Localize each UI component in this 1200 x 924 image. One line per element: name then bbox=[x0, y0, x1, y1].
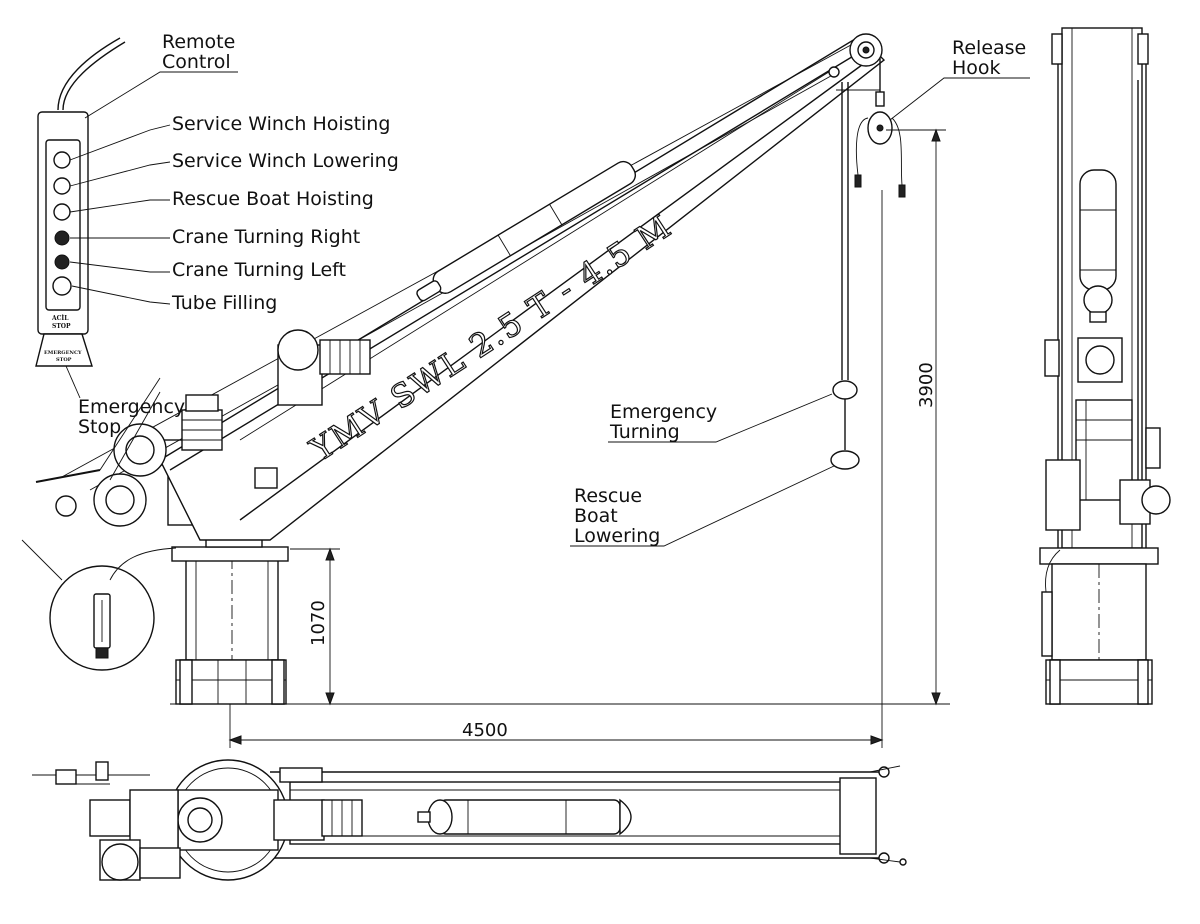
hoist-and-hook bbox=[830, 58, 906, 470]
emergency-turning-label-line1: Emergency bbox=[610, 401, 717, 423]
rescue-boat-lowering-label-line3: Lowering bbox=[574, 525, 660, 547]
remote-control-label-line2: Control bbox=[162, 51, 231, 73]
crane-turning-right-button bbox=[54, 230, 70, 246]
pedestal-height-dimension: 1070 bbox=[308, 600, 329, 646]
tube-filling-label: Tube Filling bbox=[171, 292, 277, 314]
pedestal bbox=[171, 546, 289, 705]
service-winch-lowering-button bbox=[53, 177, 71, 195]
rescue-boat-lowering-label-line2: Boat bbox=[574, 505, 618, 527]
crane-turning-left-label: Crane Turning Left bbox=[172, 259, 346, 281]
rescue-boat-hoisting-label: Rescue Boat Hoisting bbox=[172, 188, 374, 210]
emergency-stop-label-line2: STOP bbox=[56, 357, 72, 363]
emergency-turning-label-line2: Turning bbox=[609, 421, 680, 443]
emergency-stop-label-line1: EMERGENCY bbox=[44, 350, 82, 356]
side-elevation-view: YMV SWL 2.5 T - 4.5 M bbox=[35, 33, 906, 705]
release-hook-label-line2: Hook bbox=[952, 57, 1001, 79]
crane-turning-right-label: Crane Turning Right bbox=[172, 226, 360, 248]
callouts: Remote Control Service Winch Hoisting Se… bbox=[65, 31, 1030, 547]
plan-view bbox=[32, 759, 907, 881]
hook-height-dimension: 3900 bbox=[916, 362, 937, 408]
emergency-stop-label-line2: Stop bbox=[78, 416, 121, 438]
remote-control-label-line1: Remote bbox=[162, 31, 235, 53]
outreach-dimension: 4500 bbox=[462, 720, 508, 741]
dimension-lines: 1070 3900 4500 bbox=[170, 128, 950, 748]
crane-turning-left-button bbox=[54, 254, 70, 270]
tube-filling-button bbox=[52, 276, 72, 296]
rescue-boat-lowering-label-line1: Rescue bbox=[574, 485, 642, 507]
emergency-stop-label-line1: Emergency bbox=[78, 396, 185, 418]
front-elevation-view bbox=[1039, 27, 1171, 706]
pendant-detail-circle bbox=[21, 539, 155, 671]
emergency-stop-base bbox=[35, 333, 93, 367]
service-winch-hoisting-button bbox=[53, 151, 71, 169]
service-winch-lowering-label: Service Winch Lowering bbox=[172, 150, 399, 172]
acil-stop-label-line2: STOP bbox=[52, 323, 71, 330]
service-winch-hoisting-label: Service Winch Hoisting bbox=[172, 113, 390, 135]
rescue-boat-hoisting-button bbox=[53, 203, 71, 221]
crane-boom: YMV SWL 2.5 T - 4.5 M bbox=[59, 33, 886, 541]
remote-control: ACİL STOP EMERGENCY STOP bbox=[35, 37, 126, 367]
winch-motor-assembly bbox=[93, 329, 371, 527]
release-hook-label-line1: Release bbox=[952, 37, 1026, 59]
tail-handle bbox=[35, 377, 161, 517]
acil-stop-label-line1: ACİL bbox=[51, 315, 69, 322]
